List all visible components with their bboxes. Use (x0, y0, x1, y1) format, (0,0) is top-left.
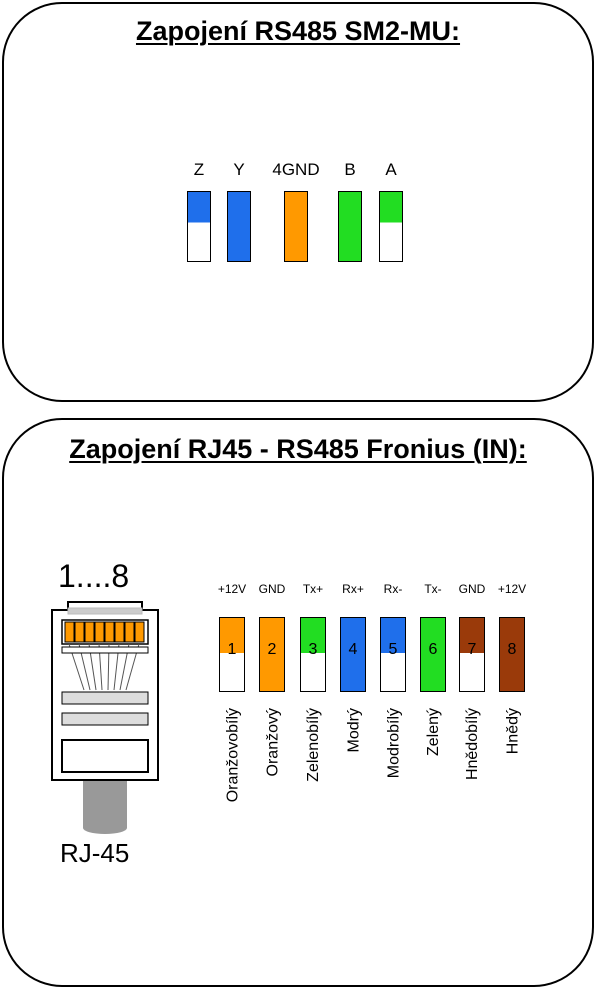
pin-wire-color-text: Zelený (425, 708, 442, 757)
pin-signal-label: GND (258, 582, 286, 596)
pin-wire-color-name: Hnědobílý (462, 708, 482, 828)
pin-wire-color-text: Hnědobílý (464, 708, 481, 781)
terminal-label: 4GND (272, 160, 320, 179)
terminal-label: B (344, 160, 356, 179)
pin-wire-color-text: Hnědý (504, 708, 521, 755)
pin-signal-label: Tx- (424, 582, 442, 596)
pin-wire-color-name: Oranžový (262, 708, 282, 828)
pin-wire-swatch (340, 617, 366, 692)
terminal-label: Z (193, 160, 205, 179)
terminal-wire-swatch (284, 191, 308, 262)
pin-wire-swatch (499, 617, 525, 692)
pin-wire-swatch (380, 617, 406, 692)
rj45-title: Zapojení RJ45 - RS485 Fronius (IN): (69, 434, 527, 464)
pin-signal-label: Rx+ (342, 582, 364, 596)
pin-wire-color-name: Hnědý (502, 708, 522, 828)
pin-wire-color-text: Modrobílý (385, 708, 402, 779)
terminal-wire-swatch (227, 191, 251, 262)
pin-signal-label: +12V (217, 582, 247, 596)
rj45-plug-icon (51, 601, 159, 834)
pin-number: 5 (388, 641, 398, 658)
pin-signal-label: +12V (497, 582, 527, 596)
pin-signal-label: Rx- (383, 582, 403, 596)
terminal-wire-swatch (338, 191, 362, 262)
pin-number: 8 (507, 641, 517, 658)
pin-number: 3 (308, 641, 318, 658)
terminal-wire-swatch (187, 191, 211, 262)
pin-number: 1 (227, 641, 237, 658)
pin-wire-color-name: Modrobílý (383, 708, 403, 828)
pin-wire-swatch (459, 617, 485, 692)
pin-wire-swatch (420, 617, 446, 692)
pin-number: 6 (428, 641, 438, 658)
terminal-label: A (385, 160, 397, 179)
connector-name: RJ-45 (60, 838, 130, 868)
terminal-wire-swatch (379, 191, 403, 262)
pin-wire-color-text: Modrý (345, 708, 362, 753)
pin-wire-color-name: Zelený (423, 708, 443, 828)
pin-number: 4 (348, 641, 358, 658)
pin-number: 7 (467, 641, 477, 658)
terminal-label: Y (233, 160, 245, 179)
pin-wire-color-name: Oranžovobílý (222, 708, 242, 828)
pin-wire-color-name: Modrý (343, 708, 363, 828)
pin-wire-swatch (219, 617, 245, 692)
pin-wire-swatch (300, 617, 326, 692)
pin-wire-color-text: Zelenobílý (305, 708, 322, 782)
sm2-mu-title: Zapojení RS485 SM2-MU: (135, 16, 461, 46)
pin-wire-color-text: Oranžovobílý (224, 708, 241, 803)
pin-wire-swatch (259, 617, 285, 692)
pin-number: 2 (267, 641, 277, 658)
pin-signal-label: GND (458, 582, 486, 596)
pin-wire-color-text: Oranžový (264, 708, 281, 777)
connector-pin-range: 1....8 (58, 558, 130, 594)
pin-wire-color-name: Zelenobílý (303, 708, 323, 828)
pin-signal-label: Tx+ (302, 582, 324, 596)
